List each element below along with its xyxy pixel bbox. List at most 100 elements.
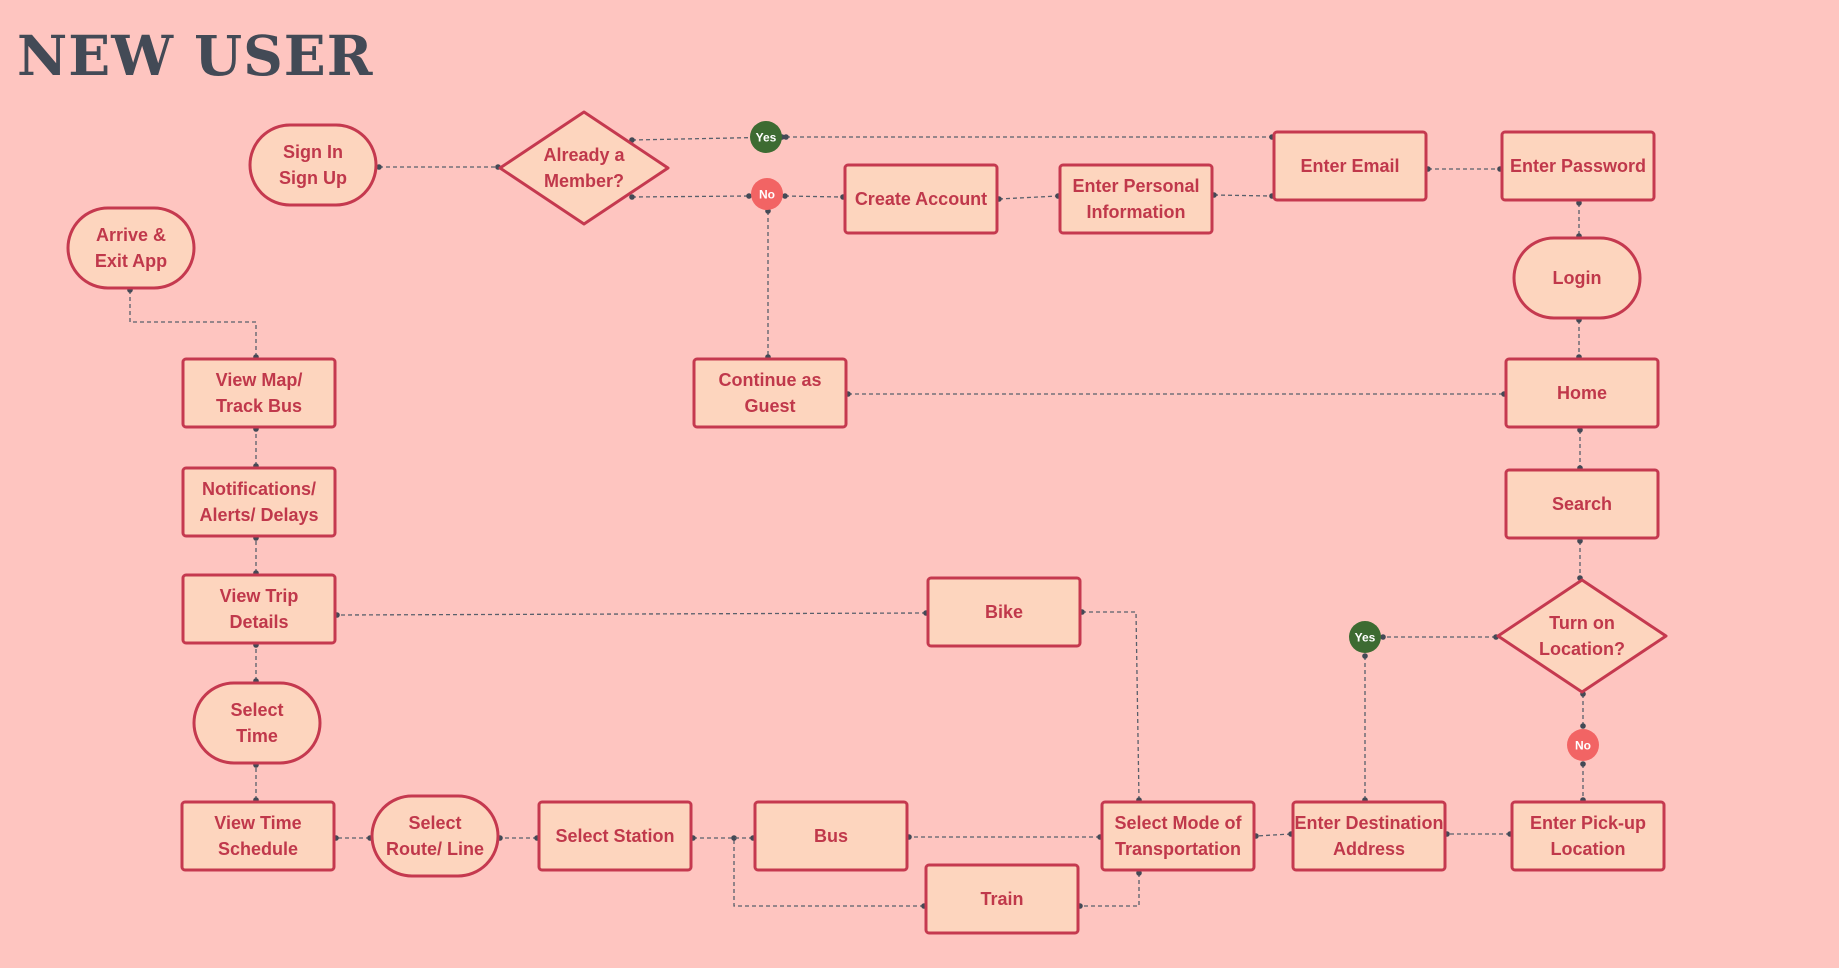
node-label: Select Mode of	[1114, 813, 1242, 833]
node-label: Enter Email	[1300, 156, 1399, 176]
node-label: Train	[980, 889, 1023, 909]
yes-badge: Yes	[1349, 621, 1381, 653]
node-already-member: Already a Member?	[498, 110, 670, 226]
node-label: Sign Up	[279, 168, 347, 188]
no-badge-label: No	[759, 188, 775, 202]
yes-badge-label: Yes	[1355, 631, 1376, 645]
connector-line	[784, 195, 844, 198]
node-label: Enter Destination	[1294, 813, 1443, 833]
node-sign-in-up: Sign In Sign Up	[248, 123, 378, 207]
node-label: Arrive &	[96, 225, 166, 245]
terminal-pill	[248, 123, 378, 207]
node-label: Home	[1557, 383, 1607, 403]
node-label: Member?	[544, 171, 624, 191]
terminal-pill	[192, 681, 322, 765]
node-label: View Map/	[216, 370, 303, 390]
node-notifications: Notifications/Alerts/ Delays	[181, 466, 337, 538]
connector-line	[631, 195, 750, 198]
node-bus: Bus	[753, 800, 909, 872]
process-box	[181, 466, 337, 538]
connector-endpoint	[731, 835, 737, 841]
process-box	[924, 863, 1080, 935]
process-box	[537, 800, 693, 872]
connector-endpoint	[1577, 427, 1583, 433]
node-label: Login	[1553, 268, 1602, 288]
yes-badge-circle	[1349, 621, 1381, 653]
decision-diamond	[1496, 578, 1668, 694]
node-train: Train	[924, 863, 1080, 935]
process-box	[181, 573, 337, 645]
node-label: Schedule	[218, 839, 298, 859]
node-search: Search	[1504, 468, 1660, 540]
process-box	[753, 800, 909, 872]
connector-endpoint	[1577, 538, 1583, 544]
node-select-station: Select Station	[537, 800, 693, 872]
connector-line	[1080, 873, 1140, 907]
node-label: Select Station	[555, 826, 674, 846]
no-badge-label: No	[1575, 739, 1591, 753]
connector-line	[998, 195, 1059, 200]
no-badge-circle	[751, 178, 783, 210]
yes-badge-circle	[750, 121, 782, 153]
connector-endpoint	[1580, 761, 1586, 767]
node-label: Continue as	[718, 370, 821, 390]
process-box	[1504, 468, 1660, 540]
node-label: Turn on	[1549, 613, 1615, 633]
node-turn-on-location: Turn on Location?	[1496, 578, 1668, 694]
node-label: Address	[1333, 839, 1405, 859]
connector-endpoint	[783, 134, 789, 140]
connector-line	[336, 612, 927, 616]
connector-endpoint	[1580, 723, 1586, 729]
node-label: Track Bus	[216, 396, 302, 416]
node-enter-email: Enter Email	[1272, 130, 1428, 202]
node-label: Already a	[543, 145, 625, 165]
node-label: Search	[1552, 494, 1612, 514]
yes-badge-label: Yes	[756, 131, 777, 145]
node-create-account: Create Account	[843, 163, 999, 235]
connector-endpoint	[746, 193, 752, 199]
node-view-map: View Map/Track Bus	[181, 357, 337, 429]
node-label: Create Account	[855, 189, 987, 209]
process-box	[692, 357, 848, 429]
node-label: Transportation	[1115, 839, 1241, 859]
node-label: Select	[230, 700, 283, 720]
flow-nodes: Sign In Sign Up Already a Member? Enter Emai…	[66, 110, 1668, 935]
node-label: Bus	[814, 826, 848, 846]
node-label: Location?	[1539, 639, 1625, 659]
node-label: View Time	[214, 813, 301, 833]
node-label: Sign In	[283, 142, 343, 162]
node-label: Exit App	[95, 251, 167, 271]
terminal-pill	[370, 794, 500, 878]
connector-endpoint	[1576, 200, 1582, 206]
process-box	[1291, 800, 1447, 872]
page-title: NEW USER	[17, 23, 374, 88]
process-box	[1058, 163, 1214, 235]
node-label: Route/ Line	[386, 839, 484, 859]
process-box	[180, 800, 336, 872]
process-box	[843, 163, 999, 235]
connector-endpoint	[782, 193, 788, 199]
node-arrive-exit: Arrive & Exit App	[66, 206, 196, 290]
node-label: View Trip	[220, 586, 299, 606]
no-badge-circle	[1567, 729, 1599, 761]
no-badge: No	[751, 178, 783, 210]
node-bike: Bike	[926, 576, 1082, 648]
process-box	[1510, 800, 1666, 872]
no-badge: No	[1567, 729, 1599, 761]
node-label: Alerts/ Delays	[199, 505, 318, 525]
yes-badge: Yes	[750, 121, 782, 153]
connector-endpoint	[629, 194, 635, 200]
connector-line	[1255, 833, 1292, 837]
connector-line	[1213, 194, 1273, 197]
process-box	[926, 576, 1082, 648]
